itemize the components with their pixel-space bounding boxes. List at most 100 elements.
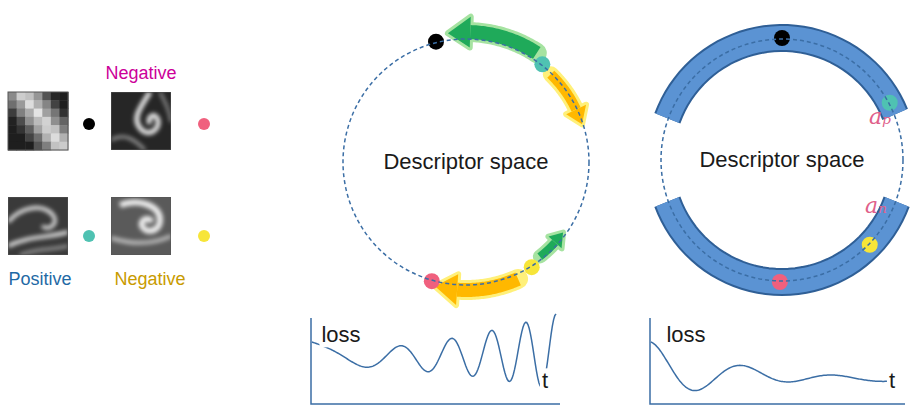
class-label: Positive	[6, 269, 73, 290]
patch-pixel	[17, 109, 26, 118]
patch-pixel	[34, 133, 43, 142]
space-label: Descriptor space	[699, 147, 864, 173]
descriptor-dot	[774, 30, 790, 46]
patch-pixel	[8, 125, 17, 134]
patch-pixel	[59, 92, 68, 101]
loss-curve	[312, 314, 556, 387]
margin-band	[667, 38, 895, 118]
negative-dot	[198, 118, 210, 130]
patch-pixel	[8, 117, 17, 126]
patch-pixel	[59, 100, 68, 109]
anchor-dot	[83, 118, 95, 130]
patch-pixel	[42, 100, 51, 109]
loss-curve	[651, 342, 891, 391]
patch-pixel	[51, 109, 60, 118]
patch-pixel	[42, 142, 51, 151]
patch-pixel	[8, 92, 17, 101]
margin-band	[667, 202, 896, 282]
patch-border	[8, 197, 68, 255]
axis-label: t	[540, 368, 550, 393]
patch-pixel	[42, 125, 51, 134]
patch-pixel	[34, 92, 43, 101]
patch-pixel	[51, 125, 60, 134]
patch-pixel	[25, 133, 34, 142]
margin-bands	[667, 38, 896, 282]
arrow-shaft	[540, 242, 555, 256]
patch-pixel	[51, 100, 60, 109]
patch-border	[111, 197, 171, 255]
swirl	[160, 92, 171, 122]
image-patch	[8, 197, 68, 255]
patch-pixel	[25, 92, 34, 101]
patch-pixel	[25, 100, 34, 109]
arrow-glow	[540, 242, 555, 256]
swirl	[8, 208, 55, 228]
patch-pixel	[42, 133, 51, 142]
band-outline	[667, 202, 896, 282]
patch-pixel	[59, 117, 68, 126]
patch-texture	[8, 208, 68, 255]
arrow-glow	[448, 17, 471, 48]
patch-pixel	[59, 125, 68, 134]
band-outline	[667, 38, 895, 118]
arrow-glow	[551, 74, 576, 109]
patch-texture	[111, 202, 171, 243]
patch-pixel	[17, 125, 26, 134]
margin-label: aₙ	[863, 193, 889, 218]
patch-pixel	[25, 125, 34, 134]
space-label: Descriptor space	[383, 149, 548, 175]
patch-pixel	[25, 109, 34, 118]
axis-label: loss	[319, 322, 362, 347]
patch-pixel	[59, 133, 68, 142]
patch-ground	[8, 197, 68, 255]
image-patch	[8, 92, 69, 151]
swirl	[120, 202, 160, 230]
arrowhead	[448, 17, 471, 48]
patch-pixel	[51, 92, 60, 101]
patch-pixel	[34, 142, 43, 151]
swirl	[20, 246, 68, 255]
loss-plot	[311, 314, 905, 404]
image-patch	[111, 197, 171, 255]
arrow-shaft	[470, 32, 537, 53]
descriptor-space-circle: Descriptor space	[342, 38, 590, 286]
descriptor-dot	[524, 259, 540, 275]
positive-dot	[83, 230, 95, 242]
patch-pixel	[25, 117, 34, 126]
patch-pixel	[8, 142, 17, 151]
patch-pixel	[42, 109, 51, 118]
patch-pixel	[17, 92, 26, 101]
patch-texture	[111, 92, 171, 150]
plot-axes	[650, 318, 905, 404]
gradient-arrow	[435, 274, 518, 305]
dashed-circle	[343, 39, 589, 285]
descriptor-dot	[772, 274, 788, 290]
patch-pixel	[59, 142, 68, 151]
swirl	[137, 92, 158, 133]
patch-pixel	[34, 100, 43, 109]
arrow-shaft	[551, 74, 576, 109]
class-label: Negative	[112, 269, 187, 290]
patch-pixel	[59, 109, 68, 118]
patch-pixel	[51, 142, 60, 151]
dashed-circle	[661, 39, 903, 281]
patch-pixel	[17, 133, 26, 142]
arrow-glow	[470, 32, 537, 53]
gradient-arrow	[551, 74, 586, 124]
patch-pixel	[34, 109, 43, 118]
patch-pixel	[8, 133, 17, 142]
patch-ground	[111, 92, 171, 150]
image-patch	[111, 92, 171, 150]
patch-ground	[111, 197, 171, 255]
negative-dot	[198, 230, 210, 242]
descriptor-space-circle: Descriptor space	[660, 38, 904, 282]
patch-pixel	[34, 125, 43, 134]
patch-pixel	[34, 117, 43, 126]
patch-pixel	[51, 133, 60, 142]
axis-label: t	[887, 368, 897, 393]
descriptor-dot	[862, 237, 878, 253]
swirl	[8, 232, 68, 246]
patch-pixel	[25, 142, 34, 151]
